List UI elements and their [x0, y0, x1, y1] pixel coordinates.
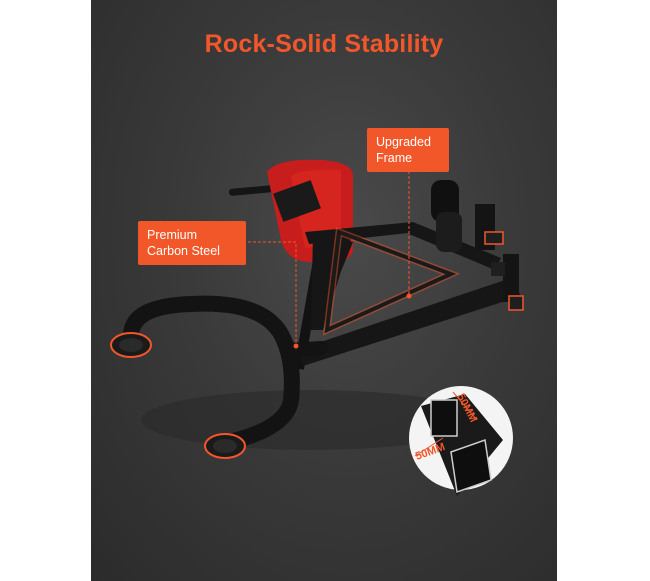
callout-frame-line1: Upgraded — [376, 135, 431, 149]
front-wheel — [110, 332, 152, 358]
callout-frame-line2: Frame — [376, 151, 413, 165]
callout-steel-line2: Carbon Steel — [147, 244, 220, 258]
product-image-panel: 50MM 50MM Rock-Solid Stability Upgraded … — [91, 0, 557, 581]
foot-roller — [431, 180, 524, 311]
upgraded-triangle-frame — [322, 227, 461, 336]
rear-wheel — [204, 433, 246, 459]
callout-carbon-steel: Premium Carbon Steel — [138, 221, 246, 265]
tube-cross-section-inset: 50MM 50MM — [409, 386, 513, 496]
callout-steel-line1: Premium — [147, 228, 198, 242]
callout-upgraded-frame: Upgraded Frame — [367, 128, 449, 172]
leader-lines — [243, 166, 410, 344]
bench-illustration: 50MM 50MM — [110, 159, 524, 496]
page-title: Rock-Solid Stability — [204, 30, 444, 58]
u-shaped-base — [123, 295, 328, 452]
